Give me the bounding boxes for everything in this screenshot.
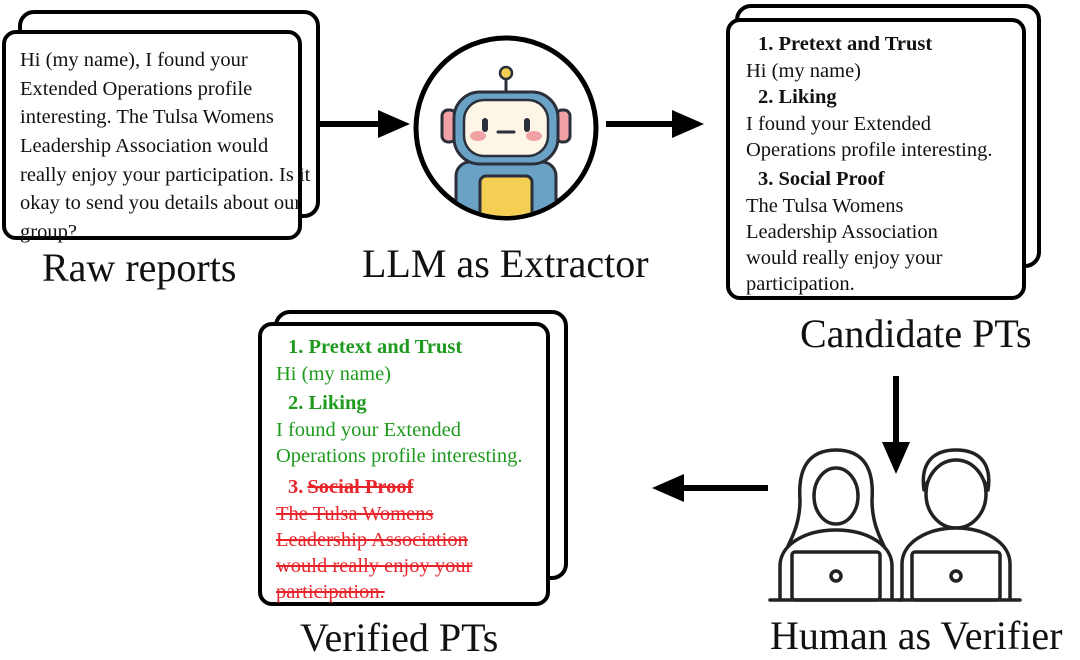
woman-face [812, 466, 860, 526]
candidate-card [726, 18, 1026, 300]
candidate-pt1-title: 1. Pretext and Trust [758, 33, 933, 55]
candidate-pt1-text: Hi (my name) [746, 60, 861, 82]
verified-pt2-title: 2. Liking [288, 392, 367, 414]
verified-pt1-title: 1. Pretext and Trust [288, 336, 463, 358]
label-verified-pts: Verified PTs [300, 615, 499, 660]
arrow-candidate-to-verifier [882, 376, 910, 474]
verified-pt2-line1: I found your Extended [276, 419, 462, 441]
candidate-pt3-line1: The Tulsa Womens [746, 195, 904, 217]
arrow-verifier-to-verified [652, 474, 768, 502]
candidate-pt2-title: 2. Liking [758, 86, 837, 108]
candidate-pt3-title: 3. Social Proof [758, 168, 885, 190]
arrow-raw-to-extractor [320, 110, 410, 138]
raw-report-text: Hi (my name), I found your Extended Oper… [20, 49, 311, 244]
verified-pt3-line3: would really enjoy your [276, 555, 473, 577]
label-llm-extractor: LLM as Extractor [362, 241, 649, 286]
man-face [924, 458, 988, 530]
verified-pt1-text: Hi (my name) [276, 363, 391, 385]
verified-pt3-line2: Leadership Association [276, 529, 468, 551]
candidate-pt3-line3: would really enjoy your [746, 247, 943, 269]
people-at-laptops-icon [768, 448, 1022, 602]
verified-pt3-title-row: 3. Social Proof [288, 476, 413, 499]
verified-pt2-line2: Operations profile interesting. [276, 445, 523, 467]
candidate-pt2-line1: I found your Extended [746, 113, 932, 135]
verified-pt3-line1: The Tulsa Womens [276, 503, 434, 525]
candidate-pt3-line4: participation. [746, 273, 855, 295]
verified-pt3-line4: participation. [276, 581, 385, 603]
arrow-extractor-to-candidate [606, 110, 704, 138]
robot-icon [413, 35, 599, 221]
verified-pt3-title: Social Proof [307, 476, 414, 498]
label-human-verifier: Human as Verifier [770, 613, 1063, 658]
raw-report-card [2, 30, 302, 240]
label-candidate-pts: Candidate PTs [800, 311, 1032, 356]
candidate-pt2-line2: Operations profile interesting. [746, 139, 993, 161]
verified-card [258, 322, 550, 606]
label-raw-reports: Raw reports [42, 245, 237, 290]
candidate-pt3-line2: Leadership Association [746, 221, 938, 243]
verified-pt3-number: 3. [288, 476, 304, 498]
